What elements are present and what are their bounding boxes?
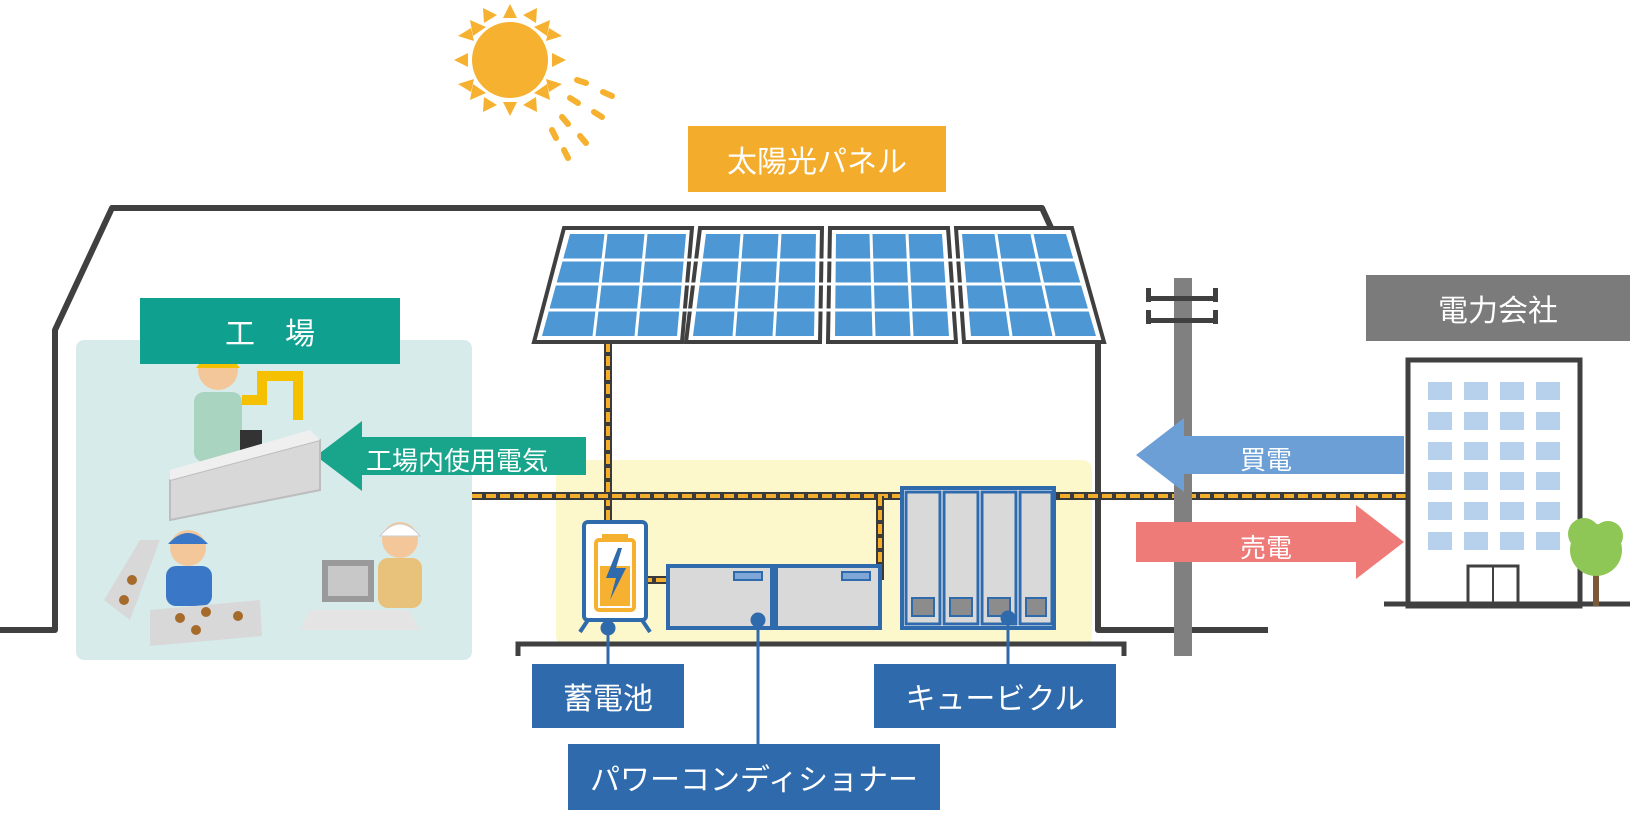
factory-power-arrow: [316, 421, 586, 491]
power-conditioner-label: パワーコンディショナー: [568, 744, 940, 810]
leader-lines: [600, 610, 1016, 744]
equipment-floor: [515, 641, 1127, 656]
cubicle-label: キュービクル: [874, 664, 1116, 728]
power-conditioner-icon: [666, 564, 882, 630]
sell-power-label: 売電: [1240, 534, 1293, 564]
sun-icon: [454, 4, 615, 161]
cubicle-icon: [900, 486, 1056, 630]
tree-icon: [1568, 518, 1623, 606]
factory-workers-illustration: [104, 350, 422, 646]
battery-icon: [578, 520, 652, 634]
battery-label: 蓄電池: [532, 664, 684, 728]
power-company-building: [1384, 357, 1630, 609]
factory-building-outline: [0, 205, 1268, 633]
solar-panel-label: 太陽光パネル: [688, 126, 946, 192]
power-company-label: 電力会社: [1366, 275, 1630, 341]
buy-power-arrow: [1136, 418, 1404, 492]
factory-label: 工 場: [140, 298, 400, 364]
sell-power-arrow: [1136, 505, 1404, 579]
factory-power-label: 工場内使用電気: [366, 447, 549, 477]
solar-panel: [531, 226, 1107, 344]
buy-power-label: 買電: [1240, 446, 1293, 476]
